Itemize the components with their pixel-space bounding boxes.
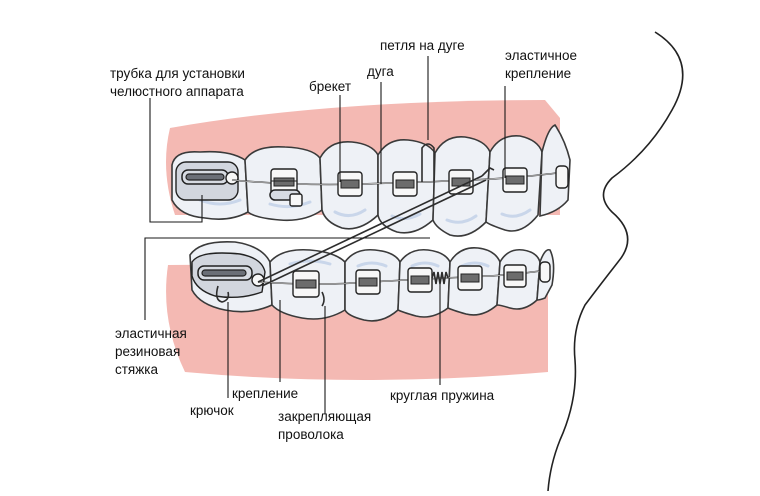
leader-lines: [144, 56, 506, 414]
label-attachment: крепление: [232, 386, 298, 401]
elastic-band: [257, 175, 483, 283]
label-elastic-band-line2: резиновая: [115, 344, 180, 359]
lower-brackets: [292, 264, 527, 307]
upper-teeth: [171, 124, 571, 237]
bracket: [392, 171, 418, 197]
label-loop: петля на дуге: [380, 38, 465, 53]
ligature-wire-twist: [321, 291, 325, 307]
bracket: [407, 267, 433, 293]
label-ligature-wire-line2: проволока: [278, 427, 344, 442]
bracket: [502, 167, 528, 193]
upper-incisor-central: [539, 124, 571, 218]
upper-molar-tube: [175, 161, 239, 201]
upper-canine-hook: [481, 167, 495, 177]
label-elastic-ligature-line1: эластичное: [505, 48, 577, 63]
label-tube-line1: трубка для установки: [110, 66, 245, 81]
hook: [215, 285, 230, 303]
upper-brackets: [269, 167, 528, 207]
bracket: [292, 270, 320, 298]
label-bracket: брекет: [309, 79, 351, 94]
bracket: [355, 269, 381, 295]
bracket: [457, 265, 483, 291]
label-ligature-wire-line1: закрепляющая: [278, 409, 371, 424]
label-tube-line2: челюстного аппарата: [110, 84, 244, 99]
lower-molar-tube: [191, 252, 266, 303]
label-hook: крючок: [190, 403, 234, 418]
lower-end-clip: [539, 261, 551, 283]
bracket: [337, 171, 363, 197]
label-coil-spring: круглая пружина: [390, 388, 495, 403]
bracket: [270, 168, 298, 196]
label-elastic-ligature-line2: крепление: [505, 66, 571, 81]
label-elastic-band-line3: стяжка: [115, 362, 158, 377]
bracket: [503, 264, 527, 288]
label-arch-wire: дуга: [367, 64, 394, 79]
arch-wire-loop: [421, 143, 435, 182]
label-elastic-band-line1: эластичная: [115, 326, 187, 341]
upper-end-clip: [555, 165, 569, 189]
face-profile: [547, 31, 684, 492]
